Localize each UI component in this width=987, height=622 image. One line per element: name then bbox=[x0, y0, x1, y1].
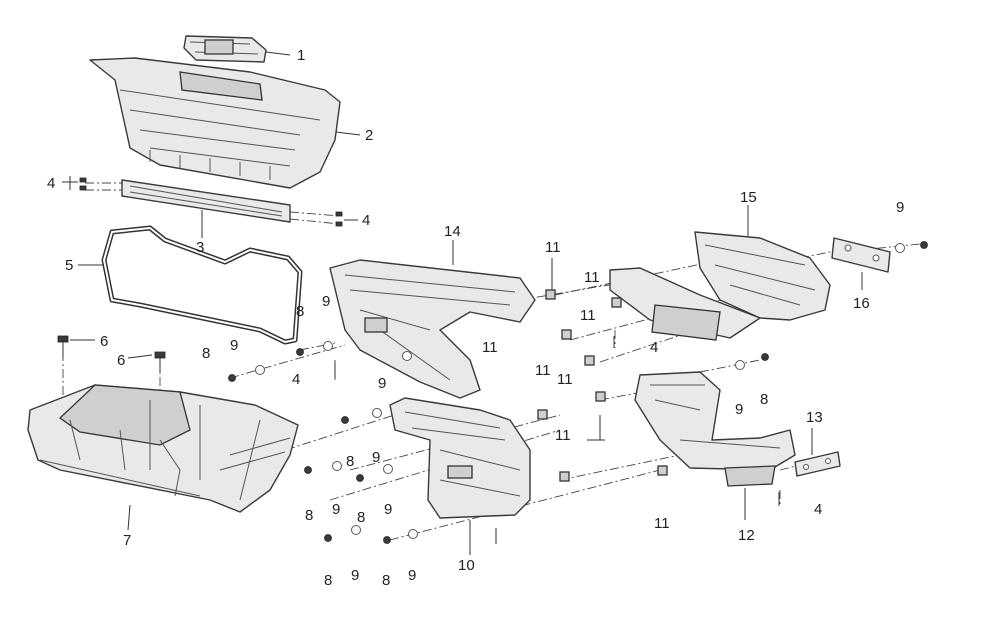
callout-11-f: 11 bbox=[535, 362, 551, 379]
callout-11-a: 11 bbox=[545, 239, 561, 256]
callout-1: 1 bbox=[297, 47, 305, 64]
callout-11-e: 11 bbox=[557, 371, 573, 388]
callout-7: 7 bbox=[123, 532, 131, 549]
callout-9-h: 9 bbox=[408, 567, 416, 584]
callout-8-h: 8 bbox=[760, 391, 768, 408]
callout-4-b: 4 bbox=[362, 212, 370, 229]
callout-9-g: 9 bbox=[351, 567, 359, 584]
callout-4-d: 4 bbox=[650, 339, 658, 356]
callout-8-b: 8 bbox=[202, 345, 210, 362]
part-3 bbox=[121, 179, 291, 223]
callout-12: 12 bbox=[738, 527, 755, 544]
callout-13: 13 bbox=[806, 409, 823, 426]
callout-labels: 1 2 3 4 4 4 4 4 5 6 6 7 8 8 8 8 8 8 8 8 … bbox=[47, 47, 904, 589]
part-2 bbox=[89, 57, 341, 189]
callout-11-h: 11 bbox=[654, 515, 670, 532]
callout-8-f: 8 bbox=[324, 572, 332, 589]
callout-11-c: 11 bbox=[580, 307, 596, 324]
callout-9-f: 9 bbox=[384, 501, 392, 518]
callout-4-e: 4 bbox=[814, 501, 822, 518]
callout-4-a: 4 bbox=[47, 175, 55, 192]
callout-14: 14 bbox=[444, 223, 461, 240]
callout-11-g: 11 bbox=[555, 427, 571, 444]
part-12 bbox=[634, 371, 796, 487]
callout-9-c: 9 bbox=[378, 375, 386, 392]
part-5 bbox=[101, 225, 303, 345]
leader-lines bbox=[62, 51, 863, 555]
callout-16: 16 bbox=[853, 295, 870, 312]
callout-8-c: 8 bbox=[346, 453, 354, 470]
callout-8-a: 8 bbox=[296, 303, 304, 320]
callout-2: 2 bbox=[365, 127, 373, 144]
callout-5: 5 bbox=[65, 257, 73, 274]
callout-15: 15 bbox=[740, 189, 757, 206]
callout-11-d: 11 bbox=[482, 339, 498, 356]
callout-3: 3 bbox=[196, 239, 204, 256]
part-10 bbox=[389, 397, 531, 519]
callout-8-e: 8 bbox=[357, 509, 365, 526]
callout-9-i: 9 bbox=[735, 401, 743, 418]
part-15 bbox=[609, 231, 831, 341]
callout-6-a: 6 bbox=[100, 333, 108, 350]
part-1 bbox=[183, 35, 267, 63]
part-14 bbox=[329, 259, 536, 399]
callout-6-b: 6 bbox=[117, 352, 125, 369]
callout-9-j: 9 bbox=[896, 199, 904, 216]
part-16 bbox=[831, 237, 891, 273]
part-13 bbox=[794, 451, 841, 477]
callout-10: 10 bbox=[458, 557, 475, 574]
callout-4-c: 4 bbox=[292, 371, 300, 388]
callout-8-g: 8 bbox=[382, 572, 390, 589]
callout-11-b: 11 bbox=[584, 269, 600, 286]
callout-9-e: 9 bbox=[332, 501, 340, 518]
callout-9-a: 9 bbox=[322, 293, 330, 310]
callout-9-b: 9 bbox=[230, 337, 238, 354]
hardware bbox=[57, 177, 928, 544]
part-7 bbox=[27, 384, 299, 513]
callout-8-d: 8 bbox=[305, 507, 313, 524]
callout-9-d: 9 bbox=[372, 449, 380, 466]
